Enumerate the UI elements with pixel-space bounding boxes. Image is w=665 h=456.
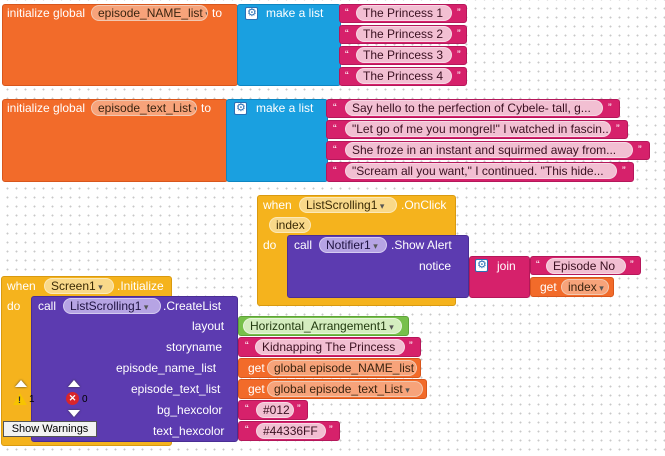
open-quote-icon: “ (333, 144, 337, 156)
event-param[interactable]: index (269, 217, 311, 233)
close-quote-icon: ” (329, 424, 333, 436)
method-name: .CreateList (163, 299, 222, 313)
open-quote-icon: “ (345, 49, 349, 61)
close-quote-icon: ” (297, 403, 301, 415)
error-circle-icon: ✕ (66, 392, 79, 405)
close-quote-icon: ” (409, 340, 413, 352)
error-collapse-arrow-icon[interactable] (68, 410, 80, 417)
layout-component-dropdown[interactable]: Horizontal_Arrangement1 (243, 318, 402, 334)
close-quote-icon: ” (630, 259, 634, 271)
open-quote-icon: “ (333, 123, 337, 135)
bg-color-value[interactable]: #012 (256, 402, 294, 418)
join-block[interactable] (469, 256, 530, 298)
get-variable-dropdown[interactable]: global episode_NAME_list (267, 360, 417, 376)
text-value[interactable]: The Princess 2 (356, 26, 452, 42)
text-value[interactable]: "Let go of me you mongrel!" I watched in… (345, 121, 611, 137)
get-variable-dropdown[interactable]: global episode_text_List (267, 381, 423, 397)
warning-exclamation-icon: ! (18, 395, 21, 405)
target-dropdown[interactable]: ListScrolling1 (63, 298, 161, 314)
notice-param-label: notice (419, 259, 452, 273)
param-episode-name-label: episode_name_list (116, 361, 217, 375)
to-label: to (201, 101, 212, 115)
show-warnings-button[interactable]: Show Warnings (3, 421, 97, 437)
global-var-name-field[interactable]: episode_NAME_list (91, 5, 208, 21)
notifier-dropdown[interactable]: Notifier1 (319, 237, 387, 253)
get-variable-dropdown[interactable]: index (561, 279, 609, 295)
method-name: .Show Alert (391, 238, 452, 252)
text-color-value[interactable]: #44336FF (256, 423, 326, 439)
warning-expand-arrow-icon[interactable] (15, 380, 27, 387)
text-value[interactable]: The Princess 1 (356, 5, 452, 21)
make-list-label: make a list (256, 101, 314, 115)
open-quote-icon: “ (333, 165, 337, 177)
mutator-gear-icon[interactable] (234, 101, 247, 115)
close-quote-icon: ” (622, 165, 626, 177)
event-name: .Initialize (117, 279, 164, 293)
global-var-name-field[interactable]: episode_text_List (91, 100, 197, 116)
param-layout-label: layout (192, 319, 225, 333)
close-quote-icon: ” (638, 144, 642, 156)
create-list-call-block[interactable] (31, 296, 238, 442)
close-quote-icon: ” (457, 49, 461, 61)
open-quote-icon: “ (245, 424, 249, 436)
open-quote-icon: “ (245, 340, 249, 352)
text-value[interactable]: The Princess 4 (356, 68, 452, 84)
close-quote-icon: ” (457, 7, 461, 19)
do-label: do (263, 238, 277, 252)
open-quote-icon: “ (536, 259, 540, 271)
open-quote-icon: “ (345, 28, 349, 40)
do-label: do (7, 299, 21, 313)
make-list-label: make a list (266, 6, 324, 20)
close-quote-icon: ” (457, 70, 461, 82)
init-global-label: initialize global (7, 6, 86, 20)
mutator-gear-icon[interactable] (245, 6, 258, 20)
close-quote-icon: ” (616, 123, 620, 135)
param-bg-label: bg_hexcolor (157, 403, 223, 417)
init-global-label: initialize global (7, 101, 86, 115)
to-label: to (212, 6, 223, 20)
text-value[interactable]: "Scream all you want," I continued. "Thi… (345, 163, 617, 179)
param-text-color-label: text_hexcolor (153, 424, 225, 438)
error-expand-arrow-icon[interactable] (68, 380, 80, 387)
text-value[interactable]: Say hello to the perfection of Cybele- t… (345, 100, 603, 116)
warning-triangle-icon (13, 393, 27, 405)
component-dropdown[interactable]: ListScrolling1 (299, 197, 397, 213)
error-count: 0 (82, 394, 88, 405)
storyname-value[interactable]: Kidnapping The Princess (255, 339, 405, 355)
get-label: get (248, 361, 265, 375)
close-quote-icon: ” (608, 102, 612, 114)
text-value[interactable]: The Princess 3 (356, 47, 452, 63)
open-quote-icon: “ (333, 102, 337, 114)
open-quote-icon: “ (245, 403, 249, 415)
join-label: join (497, 259, 516, 273)
open-quote-icon: “ (345, 70, 349, 82)
event-name: .OnClick (401, 198, 447, 212)
when-label: when (263, 198, 292, 212)
close-quote-icon: ” (457, 28, 461, 40)
warning-count: 1 (29, 394, 35, 405)
open-quote-icon: “ (345, 7, 349, 19)
call-label: call (38, 299, 57, 313)
component-dropdown[interactable]: Screen1 (44, 278, 114, 294)
text-value[interactable]: Episode No (546, 258, 626, 274)
mutator-gear-icon[interactable] (475, 258, 488, 272)
param-episode-text-label: episode_text_list (131, 382, 221, 396)
param-storyname-label: storyname (166, 340, 223, 354)
call-label: call (294, 238, 313, 252)
when-label: when (7, 279, 36, 293)
get-label: get (248, 382, 265, 396)
get-label: get (540, 280, 557, 294)
text-value[interactable]: She froze in an instant and squirmed awa… (345, 142, 633, 158)
